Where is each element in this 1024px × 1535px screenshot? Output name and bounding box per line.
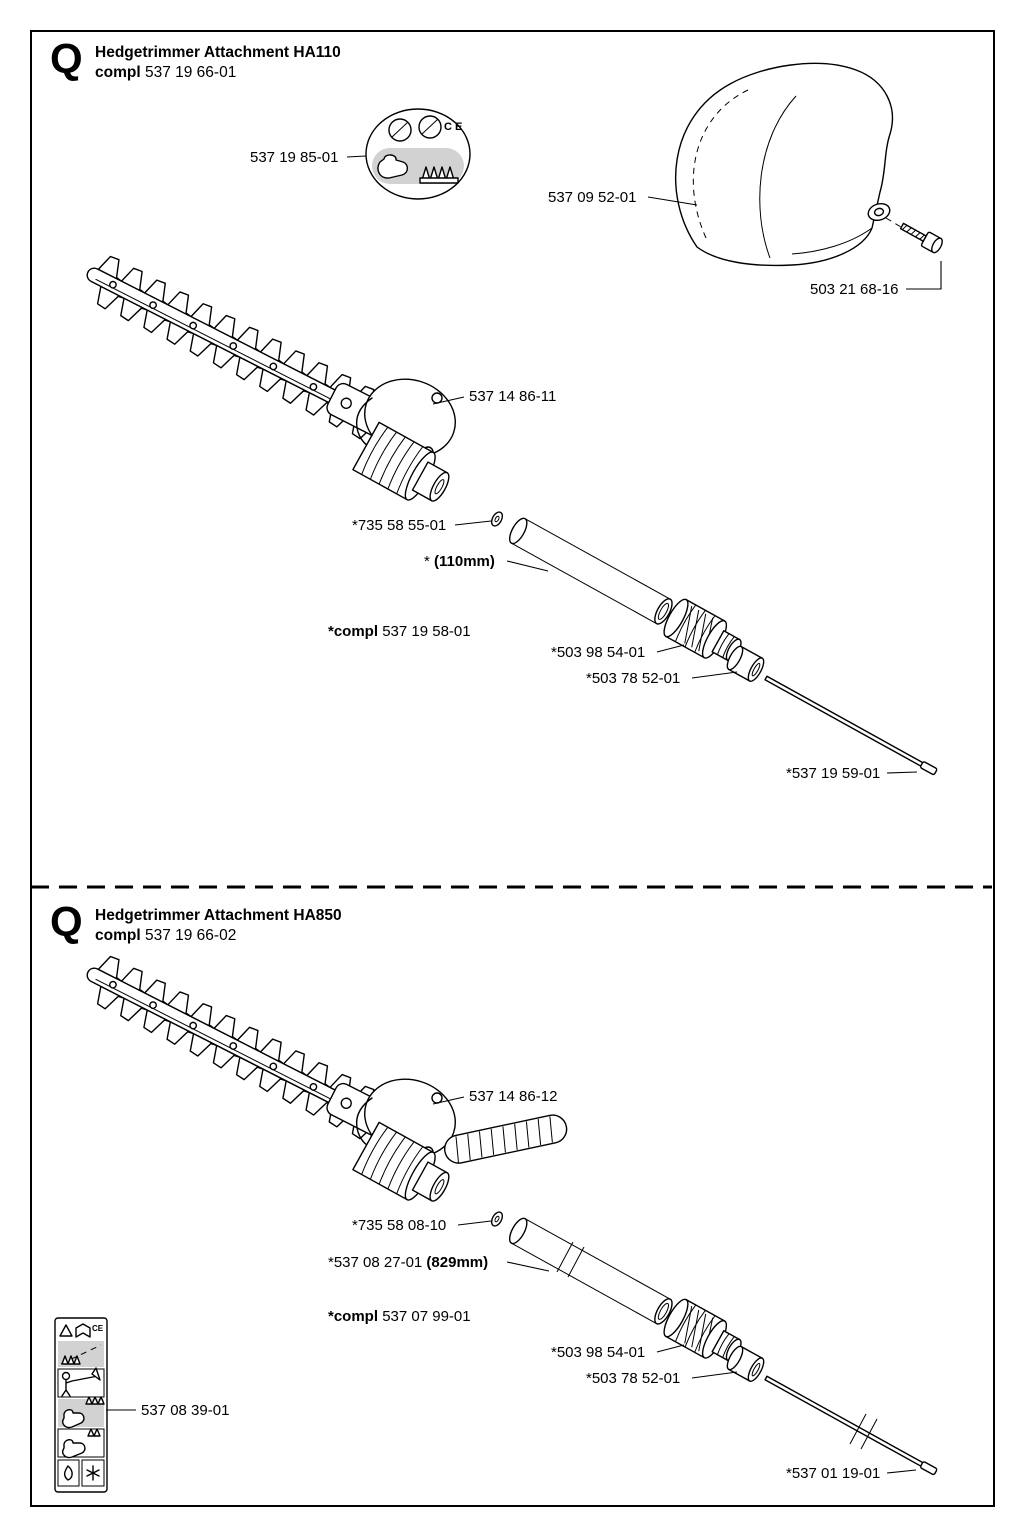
leader-lines-ha110: [346, 155, 942, 774]
part-label-warning-decal: 537 19 85-01: [250, 149, 339, 166]
ha110-drawing: C E: [75, 62, 943, 776]
part-label-decal-set: 537 08 39-01: [141, 1402, 230, 1419]
section-subtitle-ha110: compl 537 19 66-01: [95, 64, 236, 82]
leader-lines-ha850: [106, 1096, 917, 1474]
section-title-ha850: Hedgetrimmer Attachment HA850: [95, 907, 342, 924]
shaft-tube-ha110: [505, 515, 677, 628]
part-label-guard: 537 09 52-01: [548, 189, 637, 206]
loop-handle: [443, 1114, 568, 1164]
drive-shaft-ha850: [763, 1374, 939, 1476]
warning-decal-icon: C E: [365, 108, 471, 200]
part-label-coupling-ha850: *503 98 54-01: [551, 1344, 646, 1361]
part-label-shaft-ha110: *537 19 59-01: [786, 765, 881, 782]
part-label-assembly-ha850: *compl 537 07 99-01: [328, 1308, 471, 1325]
svg-text:C E: C E: [444, 121, 462, 133]
drive-shaft-ha110: [763, 674, 939, 776]
guard-screw: [899, 222, 943, 254]
break-marks: [556, 1241, 878, 1450]
warning-decal-strip: CE: [54, 1317, 108, 1493]
part-label-washer-ha850: *735 58 08-10: [352, 1217, 447, 1234]
washer-ha110: [488, 509, 506, 529]
gearbox-ha850: [323, 1066, 467, 1214]
part-label-gearbox-ha850: 537 14 86-12: [469, 1088, 558, 1105]
part-label-coupling-ha110: *503 98 54-01: [551, 644, 646, 661]
part-label-bushing-ha110: *503 78 52-01: [586, 670, 681, 687]
section-title-ha110: Hedgetrimmer Attachment HA110: [95, 44, 341, 61]
compl-number: 537 19 66-02: [144, 927, 237, 944]
shaft-tube-ha850: [505, 1215, 677, 1328]
section-subtitle-ha850: compl 537 19 66-02: [95, 927, 236, 945]
part-label-bushing-ha850: *503 78 52-01: [586, 1370, 681, 1387]
part-label-shaft-ha850: *537 01 19-01: [786, 1465, 881, 1482]
part-label-washer-ha110: *735 58 55-01: [352, 517, 447, 534]
section-letter-ha850: Q: [50, 898, 83, 945]
part-label-guard-screw: 503 21 68-16: [810, 281, 899, 298]
ha850-drawing: CE: [54, 949, 939, 1493]
svg-text:CE: CE: [92, 1324, 104, 1333]
compl-word: compl: [95, 927, 141, 944]
compl-word: compl: [95, 64, 141, 81]
part-label-tube-ha850: *537 08 27-01 (829mm): [328, 1254, 489, 1271]
part-label-gearbox-ha110: 537 14 86-11: [469, 388, 557, 405]
part-label-assembly-ha110: *compl 537 19 58-01: [328, 623, 471, 640]
blade-guard: [674, 62, 902, 267]
washer-ha850: [488, 1209, 506, 1229]
section-letter-ha110: Q: [50, 35, 83, 82]
page-border: [30, 30, 995, 1507]
compl-number: 537 19 66-01: [144, 64, 237, 81]
part-label-tube-ha110: * (110mm): [424, 553, 495, 570]
gearbox-ha110: [323, 366, 467, 514]
